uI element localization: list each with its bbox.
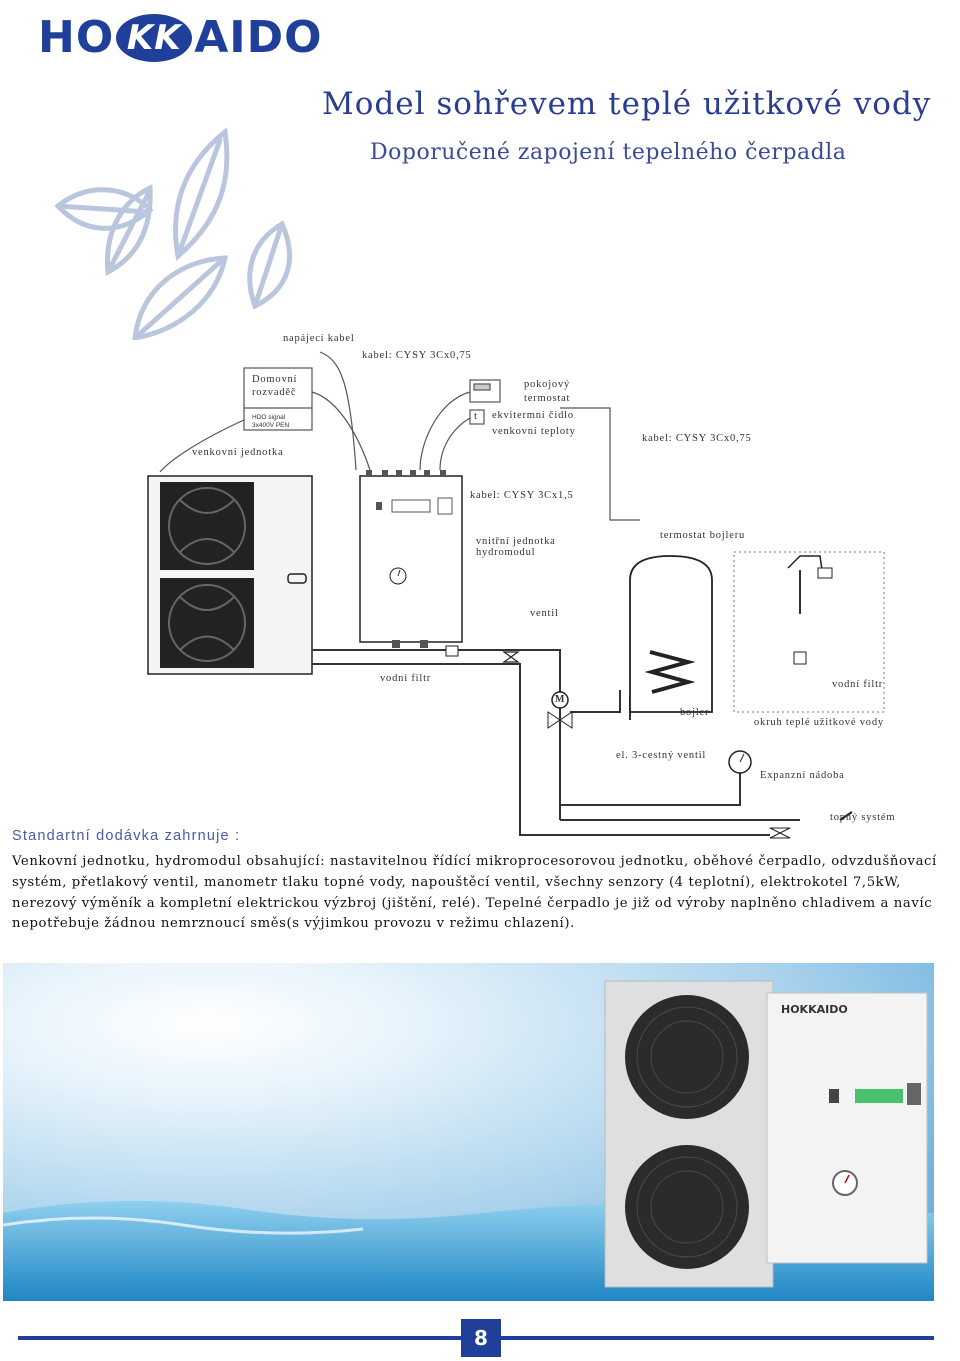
connection-diagram [147, 351, 885, 839]
three-way-valve-graphic [547, 691, 573, 729]
switchboard-label: rozvaděč [252, 387, 297, 398]
hdo-label: 3x400V PEN [252, 422, 290, 429]
motor-symbol: M [555, 694, 566, 705]
valve-label: ventil [530, 608, 559, 619]
room-thermostat-label: pokojový [524, 379, 571, 390]
heating-system-label: topný systém [830, 812, 896, 823]
indoor-unit-label: hydromodul [476, 547, 536, 558]
three-way-valve-label: el. 3-cestný ventil [616, 750, 707, 761]
leaf-decoration-icon [54, 127, 292, 340]
boiler-graphic [629, 555, 713, 713]
switchboard-label: Domovní [252, 374, 298, 385]
water-filter-label: vodní filtr [380, 673, 432, 684]
water-filter-label: vodní filtr [832, 679, 884, 690]
expansion-vessel-label: Expanzní nádoba [760, 770, 845, 781]
outdoor-unit-label: venkovní jednotka [192, 447, 284, 458]
outdoor-unit-graphic [147, 475, 313, 675]
cable-top-label: kabel: CYSY 3Cx0,75 [362, 350, 472, 361]
brand-logo-part: HO [38, 12, 115, 63]
sensor-label: ekvitermní čidlo [492, 410, 574, 421]
hdo-label: HDO signal [252, 414, 286, 421]
page-number: 8 [461, 1319, 501, 1357]
product-photo-graphic [3, 963, 934, 1301]
boiler-thermostat-label: termostat bojleru [660, 530, 746, 541]
indoor-unit-label: vnitřní jednotka [476, 536, 556, 547]
unit-logo: HOKKAIDO [781, 1003, 848, 1016]
brand-logo-kk: KK [116, 13, 193, 62]
product-photo: HOKKAIDO [3, 963, 934, 1301]
page-subtitle: Doporučené zapojení tepelného čerpadla [370, 140, 847, 165]
switchboard-box [243, 367, 313, 431]
power-cable-label: napájecí kabel [283, 333, 355, 344]
sensor-label: venkovní teploty [492, 426, 576, 437]
cable-right-label: kabel: CYSY 3Cx0,75 [642, 433, 752, 444]
standard-text: Venkovní jednotku, hydromodul obsahující… [12, 854, 937, 932]
sensor-symbol: t [474, 410, 478, 422]
page-title: Model sohřevem teplé užitkové vody [322, 86, 932, 122]
hydromodule-graphic [359, 470, 463, 648]
cable-mid-label: kabel: CYSY 3Cx1,5 [470, 490, 574, 501]
brand-logo-part: AIDO [194, 12, 323, 63]
boiler-label: bojler [680, 707, 710, 718]
room-thermostat-label: termostat [524, 393, 571, 404]
standard-heading: Standartní dodávka zahrnuje : [12, 828, 241, 844]
dhw-circuit-label: okruh teplé užitkové vody [754, 717, 884, 728]
